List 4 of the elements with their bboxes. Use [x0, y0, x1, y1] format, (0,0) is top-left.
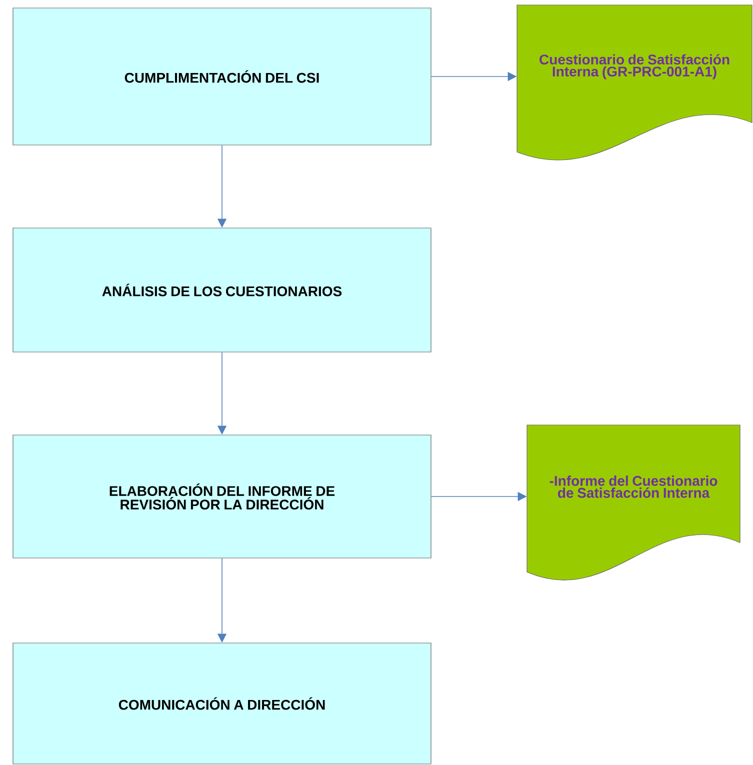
process-box: COMUNICACIÓN A DIRECCIÓN	[12, 642, 432, 764]
process-box: CUMPLIMENTACIÓN DEL CSI	[12, 8, 432, 146]
process-box: ELABORACIÓN DEL INFORME DE REVISIÓN POR LA DIRECCIÓN	[12, 434, 432, 558]
process-box: ANÁLISIS DE LOS CUESTIONARIOS	[12, 228, 432, 352]
